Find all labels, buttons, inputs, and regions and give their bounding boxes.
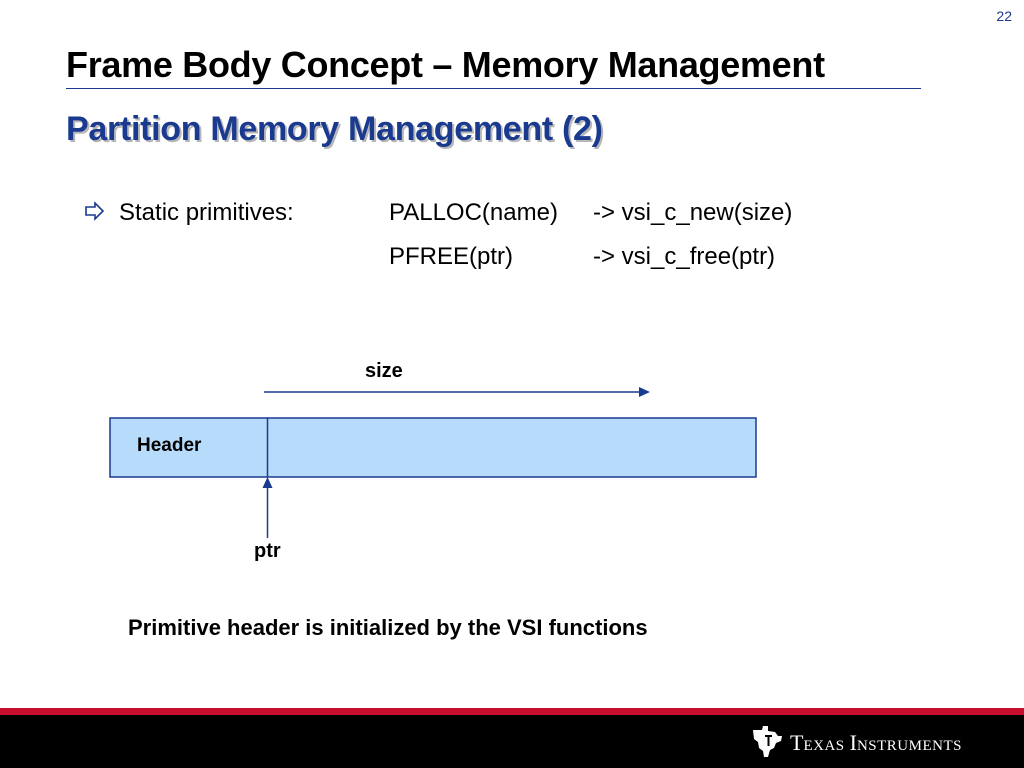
- slide-subtitle: Partition Memory Management (2): [66, 110, 603, 148]
- slide-number: 22: [996, 8, 1012, 24]
- hollow-right-arrow-icon: [85, 201, 105, 221]
- size-label: size: [365, 360, 403, 382]
- footer-accent-bar: [0, 708, 1024, 715]
- header-label: Header: [137, 435, 202, 456]
- ptr-arrowhead: [262, 477, 273, 488]
- title-underline: [66, 88, 921, 89]
- bullet-label: Static primitives:: [119, 199, 294, 226]
- partition-block: [109, 417, 757, 478]
- slide-title: Frame Body Concept – Memory Management: [66, 44, 825, 85]
- mapping-palloc: -> vsi_c_new(size): [593, 199, 793, 226]
- brand-letter-t: T: [790, 730, 804, 755]
- mapping-pfree: -> vsi_c_free(ptr): [593, 243, 776, 270]
- diagram-caption: Primitive header is initialized by the V…: [128, 615, 648, 640]
- ptr-label: ptr: [254, 540, 281, 562]
- texas-instruments-wordmark: TEXAS INSTRUMENTS: [790, 730, 962, 756]
- brand-letter-i: I: [849, 730, 857, 755]
- footer-bar: [0, 715, 1024, 768]
- size-arrowhead: [639, 387, 650, 397]
- primitive-palloc: PALLOC(name): [389, 199, 558, 226]
- primitive-pfree: PFREE(ptr): [389, 243, 514, 270]
- texas-instruments-logo-icon: [753, 726, 782, 757]
- brand-exas: EXAS: [803, 738, 845, 754]
- brand-nstruments: NSTRUMENTS: [856, 738, 962, 754]
